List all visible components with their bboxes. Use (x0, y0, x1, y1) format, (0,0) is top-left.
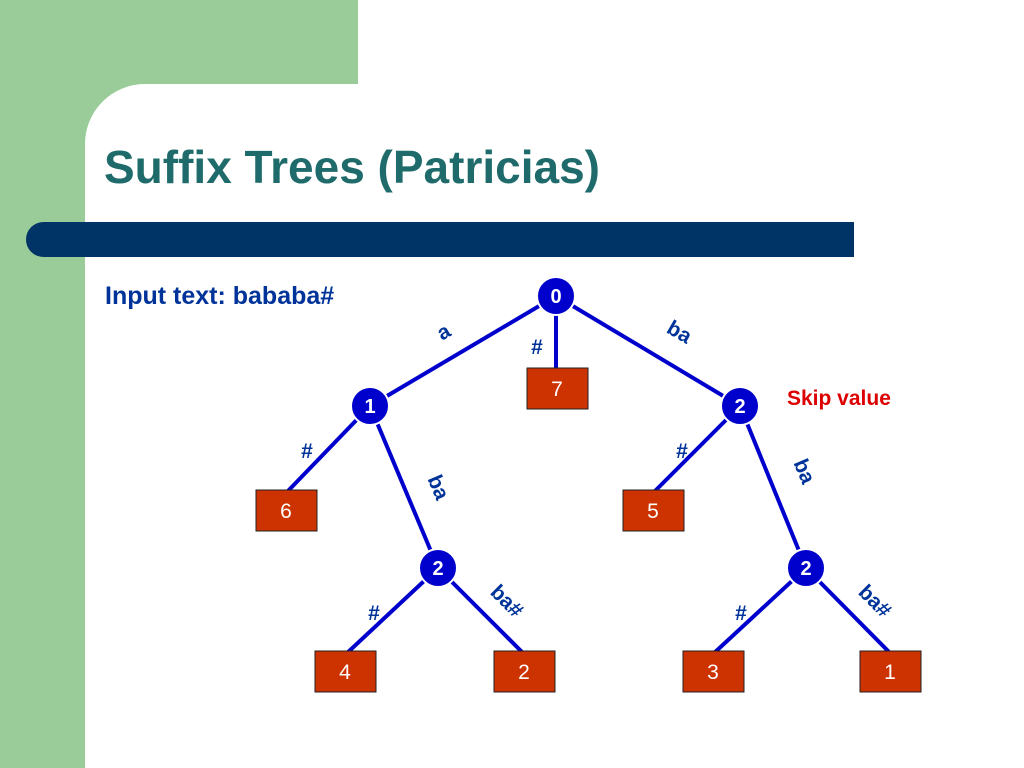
edge-root-n2 (554, 294, 742, 408)
edge-n4-l1 (804, 566, 893, 656)
edge-n3-l2 (436, 566, 526, 656)
leaf-node-7: 7 (526, 367, 589, 410)
edge-n2-n4 (738, 405, 808, 569)
edge-n3-l4 (344, 566, 440, 656)
edge-label-n2-l5: # (676, 440, 688, 463)
internal-nodes: 0 1 2 2 2 (350, 276, 826, 588)
leaf-node-3: 3 (682, 650, 745, 693)
leaf-node-5: 5 (622, 489, 685, 532)
edge-label-n3-l2: ba# (486, 580, 528, 622)
tree-node-label: 2 (800, 558, 811, 580)
tree-node-label: 0 (550, 286, 561, 308)
edge-n1-n3 (368, 405, 440, 569)
leaf-label: 7 (551, 378, 563, 401)
leaf-node-2: 2 (493, 650, 556, 693)
leaf-label: 3 (707, 661, 719, 684)
edge-label-n1-n3: ba (423, 472, 454, 504)
tree-node-label: 2 (734, 396, 745, 418)
tree-node-n2: 2 (720, 386, 760, 426)
edge-label-n3-l4: # (368, 602, 380, 625)
leaf-label: 5 (647, 500, 659, 523)
tree-node-root: 0 (536, 276, 576, 316)
tree-node-label: 1 (364, 396, 375, 418)
edge-label-n1-l6: # (301, 440, 313, 463)
page-title: Suffix Trees (Patricias) (104, 141, 600, 193)
leaf-node-1: 1 (859, 650, 922, 693)
leaf-node-6: 6 (255, 489, 318, 532)
edge-label-root-n1: a (433, 319, 455, 345)
leaf-node-4: 4 (314, 650, 377, 693)
edge-n4-l3 (711, 566, 808, 656)
edge-label-n4-l1: ba# (854, 580, 896, 622)
tree-node-label: 2 (432, 558, 443, 580)
edge-label-root-n2: ba (663, 316, 696, 348)
edge-label-n4-l3: # (735, 602, 747, 625)
title-divider-bar (26, 222, 854, 257)
leaf-label: 1 (884, 661, 896, 684)
leaf-label: 4 (339, 661, 351, 684)
slide-header-background (358, 0, 1024, 84)
skip-value-label: Skip value (787, 387, 891, 410)
edge-n2-l5 (652, 404, 742, 494)
tree-node-n3: 2 (418, 548, 458, 588)
edge-label-n2-n4: ba (789, 456, 820, 488)
leaf-label: 6 (280, 500, 292, 523)
edge-root-n1 (368, 294, 558, 408)
leaf-label: 2 (518, 661, 530, 684)
input-text-label: Input text: bababa# (105, 282, 335, 310)
leaf-nodes: 7 6 5 4 2 3 1 (255, 367, 922, 693)
edge-label-root-l7: # (531, 336, 543, 359)
tree-node-n1: 1 (350, 386, 390, 426)
tree-node-n4: 2 (786, 548, 826, 588)
